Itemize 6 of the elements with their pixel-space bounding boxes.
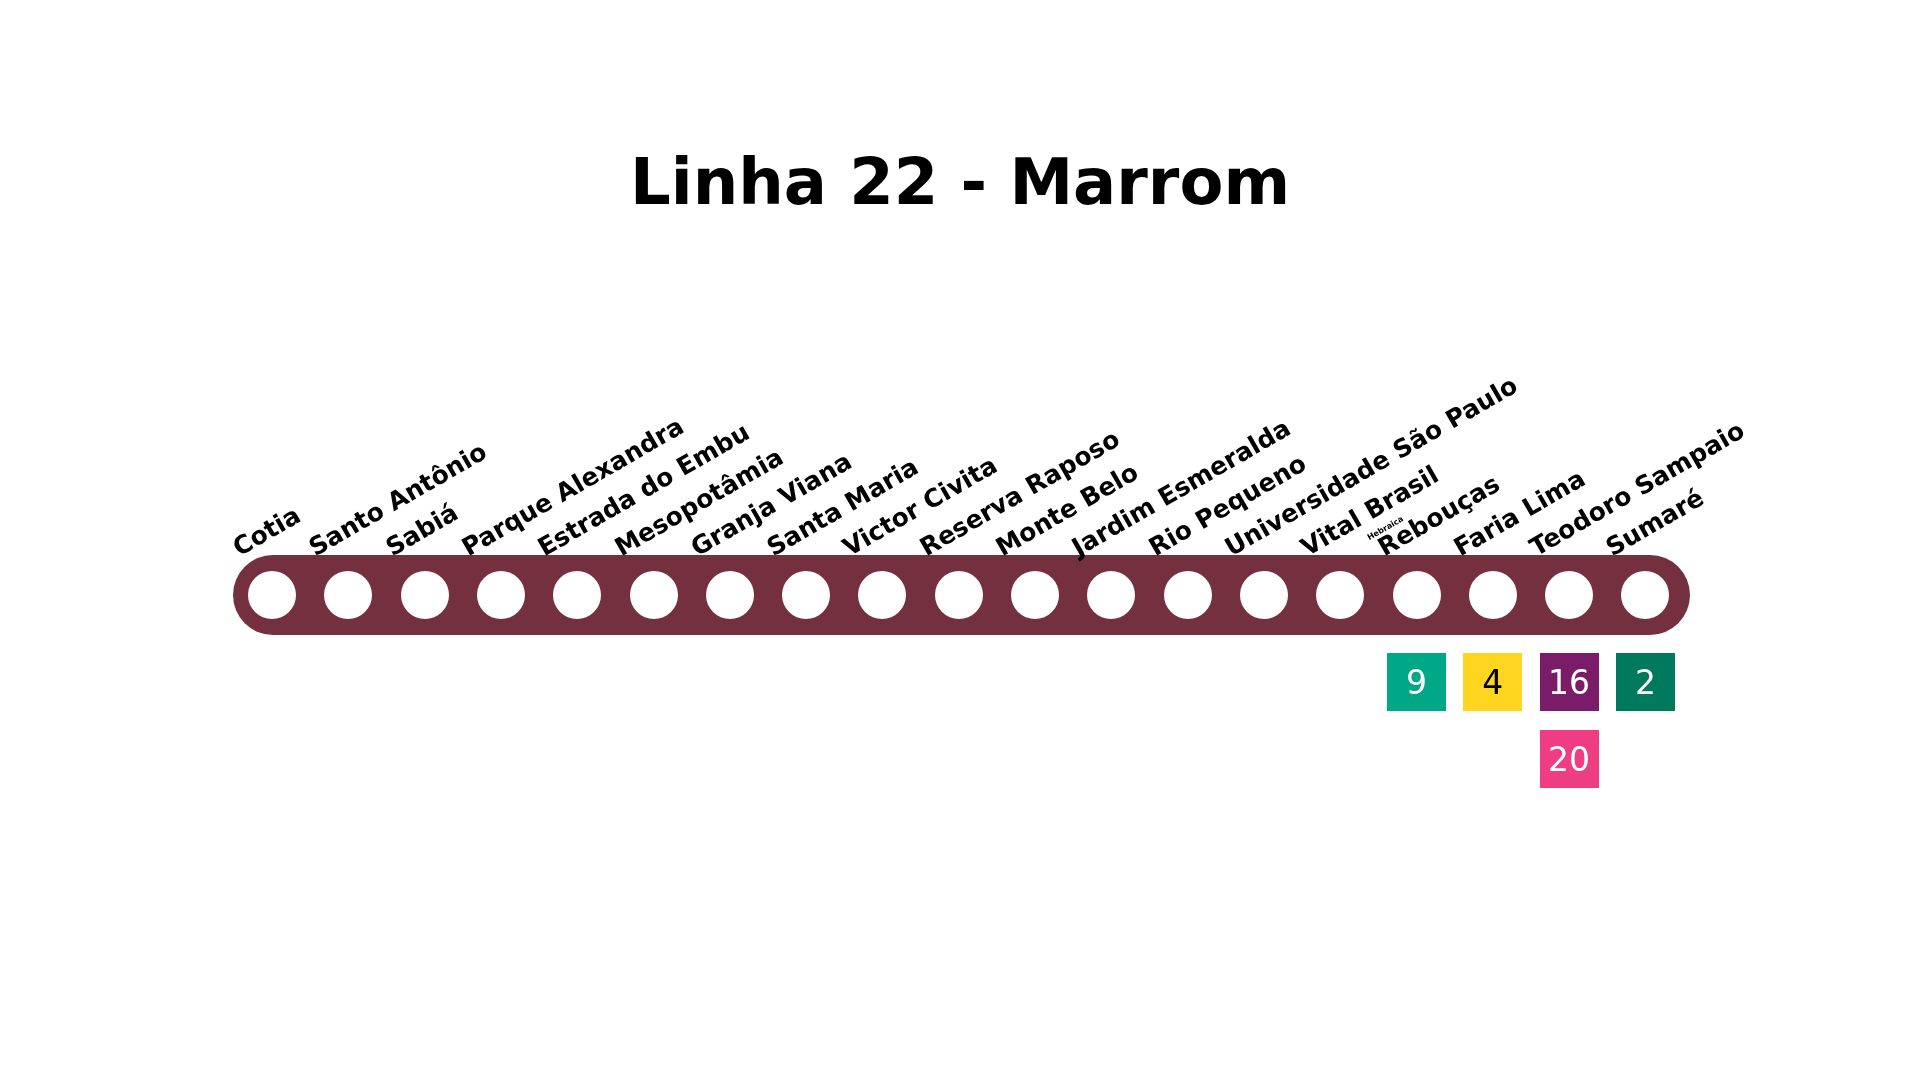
line-number-badge: 9: [1387, 653, 1446, 711]
line-number-badge: 2: [1615, 653, 1675, 711]
line-number-badge: 4: [1463, 653, 1523, 711]
title: Linha 22 - Marrom: [628, 145, 1292, 219]
line-number-badge: 20: [1539, 730, 1599, 788]
line-number-badge: 16: [1539, 653, 1599, 711]
